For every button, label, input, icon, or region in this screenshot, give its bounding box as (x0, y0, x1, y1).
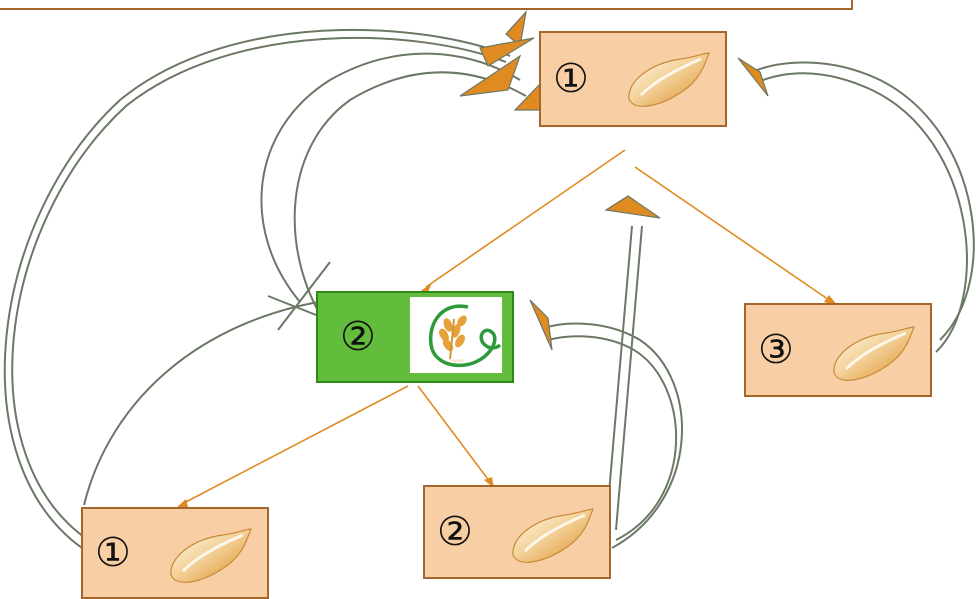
header-frame (0, 0, 853, 10)
node-right-label: ③ (758, 327, 794, 373)
rice-grain-icon (621, 51, 711, 111)
arc-arrowheads (459, 10, 769, 351)
tree-edges (181, 149, 833, 505)
wheat-logo-icon: 〰〰 (410, 297, 502, 373)
rice-grain-icon (163, 527, 253, 587)
node-middle: ② 〰〰 (316, 291, 514, 383)
edge-top-to-right (634, 166, 833, 303)
edge-top-to-middle (425, 149, 626, 288)
node-top: ① (539, 31, 727, 127)
node-bottom-middle: ② (423, 485, 611, 579)
edge-middle-to-bottom-left (181, 385, 409, 505)
node-top-label: ① (553, 56, 589, 102)
node-bottom-left-label: ① (95, 530, 131, 576)
rice-grain-icon (826, 325, 916, 385)
edge-middle-to-bottom-middle (417, 385, 491, 483)
node-middle-label: ② (340, 314, 376, 360)
arcs (3, 28, 975, 549)
node-right: ③ (744, 303, 932, 397)
rice-grain-icon (505, 507, 595, 567)
svg-text:〰〰: 〰〰 (450, 357, 464, 365)
node-bottom-middle-label: ② (437, 509, 473, 555)
node-bottom-left: ① (81, 507, 269, 599)
